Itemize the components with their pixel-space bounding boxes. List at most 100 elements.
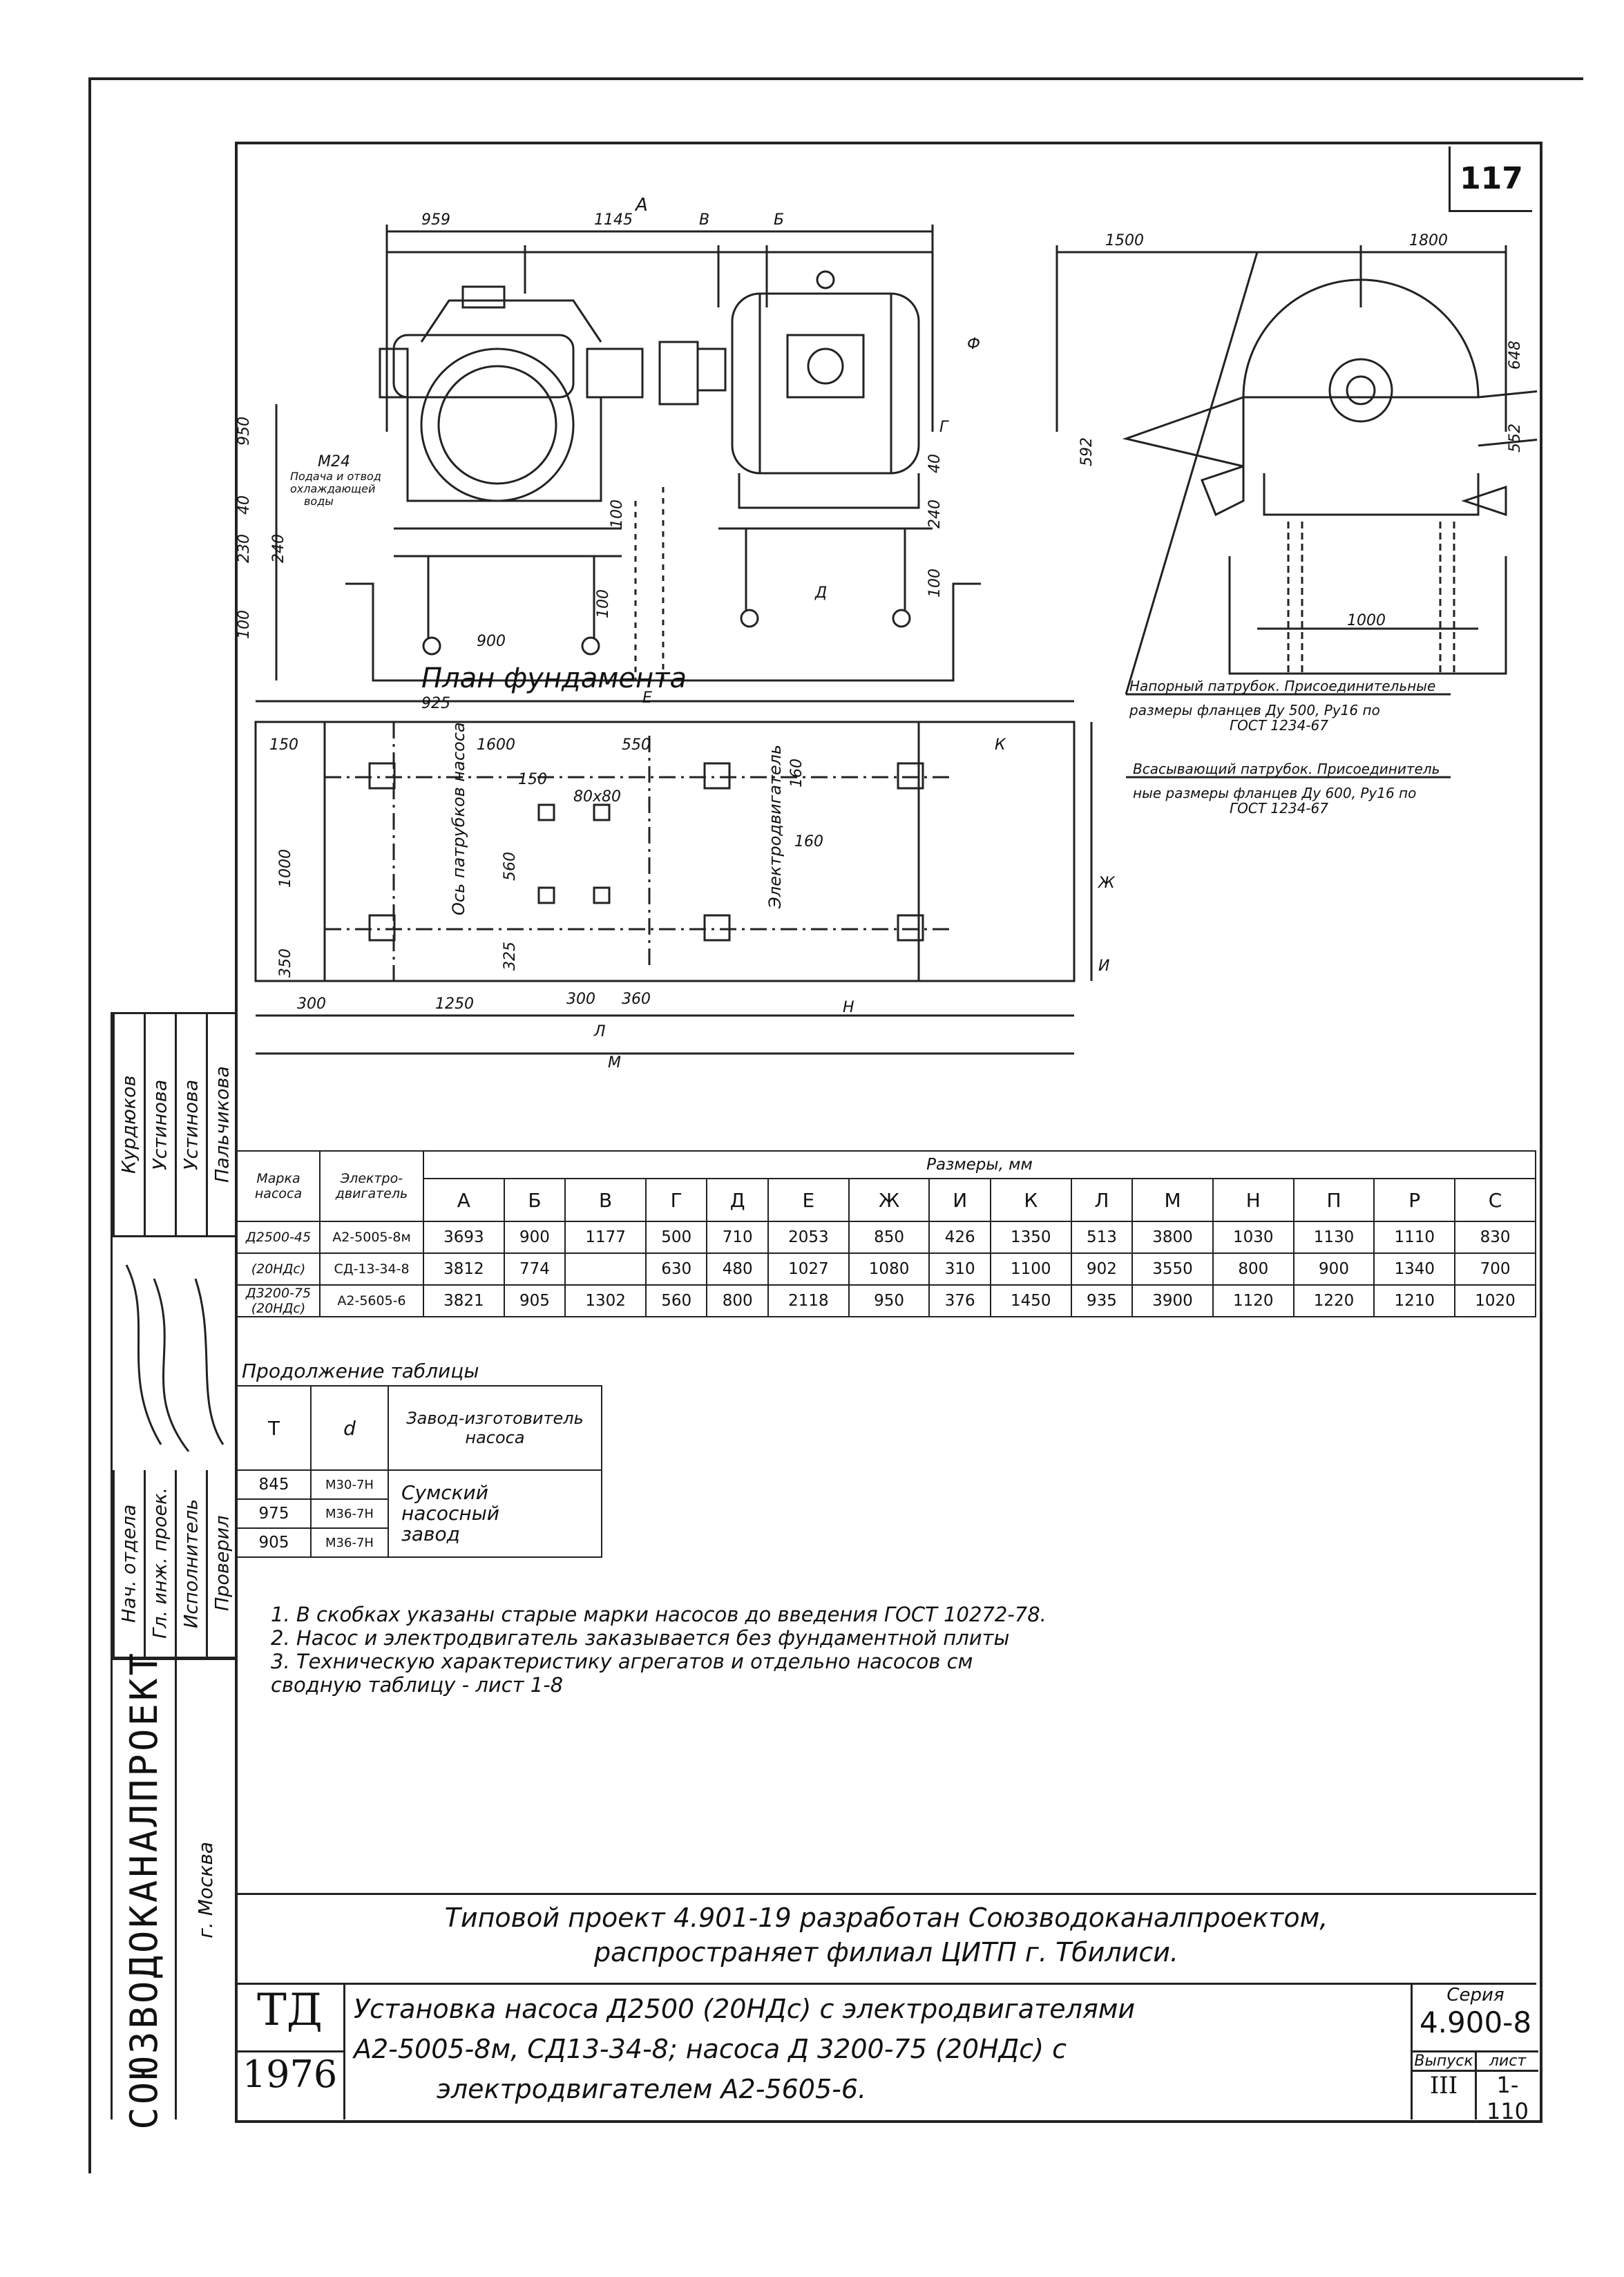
cell-value: 2053	[767, 1221, 850, 1254]
dim-label: 950	[236, 417, 253, 446]
cell-value: 900	[1292, 1252, 1375, 1286]
cell-d: М36-7Н	[310, 1527, 389, 1558]
cell-t: 845	[236, 1469, 312, 1500]
dim-label: Д	[814, 584, 827, 602]
issue-cell: Выпуск III	[1413, 2052, 1477, 2119]
col-header: П	[1292, 1178, 1375, 1222]
title-line: Установка насоса Д2500 (20НДс) с электро…	[354, 1994, 1136, 2024]
dim-label: Е	[642, 689, 652, 707]
dim-label: 925	[421, 695, 450, 712]
distribution-line: распространяет филиал ЦИТП г. Тбилиси.	[594, 1937, 1178, 1968]
cell-value: 1120	[1212, 1284, 1295, 1317]
pipe-note: размеры фланцев Ду 500, Ру16 по	[1129, 702, 1380, 718]
year: 1976	[242, 2052, 338, 2096]
col-header: М	[1131, 1178, 1214, 1222]
dim-label: 150	[269, 736, 298, 754]
maker-line: завод	[401, 1523, 461, 1545]
dim-label: А	[634, 195, 648, 216]
dim-label: В	[699, 211, 709, 229]
dim-label: 325	[501, 942, 519, 971]
axis-label: Электродвигатель	[765, 745, 785, 909]
org-block: СОЮЗВОДОКАНАЛПРОЕКТ	[111, 1650, 177, 2129]
dim-label: 959	[421, 211, 450, 229]
dim-label: 300	[297, 995, 326, 1013]
cell-value: 1080	[848, 1252, 930, 1286]
note-line: охлаждающей	[290, 482, 375, 495]
pipe-note: Всасывающий патрубок. Присоединитель	[1133, 761, 1440, 777]
cell-value: 1450	[989, 1284, 1072, 1317]
role-label: Гл. инж. проек.	[144, 1470, 175, 1659]
signature-name: Пальчикова	[206, 1014, 237, 1235]
cell-value: 1177	[564, 1221, 647, 1254]
cell-value: 630	[644, 1252, 708, 1286]
cell-value: 900	[503, 1221, 566, 1254]
continuation-label: Продолжение таблицы	[242, 1360, 479, 1382]
dim-label: 160	[788, 759, 805, 788]
dim-label: И	[1098, 958, 1109, 975]
col-header-d: d	[310, 1385, 389, 1471]
cell-value	[564, 1252, 647, 1286]
title-line: А2-5005-8м, СД13-34-8; насоса Д 3200-75 …	[354, 2034, 1067, 2064]
td-mark: ТД	[236, 1985, 343, 2052]
note-item: 3. Техническую характеристику агрегатов …	[271, 1650, 973, 1673]
cell-value: 1030	[1212, 1221, 1295, 1254]
cell-value: 560	[644, 1284, 708, 1317]
dim-label: Л	[593, 1023, 606, 1040]
dim-label: Ф	[967, 336, 980, 353]
dim-label: Н	[843, 999, 854, 1016]
plan-title: План фундамента	[421, 663, 687, 694]
role-label: Исполнитель	[175, 1470, 206, 1659]
dim-label: 40	[926, 454, 944, 473]
cell-value: 850	[848, 1221, 930, 1254]
dim-label: 360	[622, 991, 651, 1008]
dim-label: 560	[501, 852, 519, 881]
dimensions-table: Марка насоса Электро-двигатель Размеры, …	[236, 1150, 1536, 1317]
note-line: Подача и отвод	[290, 470, 381, 483]
distribution-line: Типовой проект 4.901-19 разработан Союзв…	[444, 1903, 1328, 1933]
front-view-pump	[275, 225, 981, 682]
dim-label: Ж	[1097, 875, 1116, 892]
city-block: г. Москва	[176, 1658, 235, 2119]
cell-motor: А2-5605-6	[319, 1284, 424, 1317]
org-name: СОЮЗВОДОКАНАЛПРОЕКТ	[122, 1650, 166, 2130]
col-header: Д	[706, 1178, 769, 1222]
dim-label: 350	[277, 949, 294, 978]
cell-value: 935	[1070, 1284, 1134, 1317]
note-item: 2. Насос и электродвигатель заказывается…	[271, 1626, 1010, 1650]
title-block: ТД 1976 Установка насоса Д2500 (20НДс) с…	[236, 1983, 1538, 2124]
col-header: Л	[1070, 1178, 1134, 1222]
cell-d: М36-7Н	[310, 1498, 389, 1529]
dim-label: 40	[236, 495, 253, 515]
cell-pump: (20НДс)	[236, 1252, 321, 1286]
dim-label: 1000	[1347, 612, 1386, 629]
pipe-note: ные размеры фланцев Ду 600, Ру16 по	[1133, 785, 1416, 801]
cell-value: 1100	[989, 1252, 1072, 1286]
dim-label: 550	[622, 736, 651, 754]
title-line: электродвигателем А2-5605-6.	[437, 2074, 867, 2104]
col-header-pump: Марка насоса	[236, 1150, 321, 1222]
cell-motor: СД-13-34-8	[319, 1252, 424, 1286]
dim-label: 100	[609, 499, 626, 528]
dim-label: Б	[774, 211, 784, 229]
cell-value: 1110	[1373, 1221, 1456, 1254]
cell-value: 3693	[423, 1221, 505, 1254]
dim-label: 1000	[277, 849, 294, 888]
dim-label: М	[608, 1054, 621, 1071]
col-header: Б	[503, 1178, 566, 1222]
cell-value: 426	[928, 1221, 991, 1254]
dim-label: 648	[1507, 341, 1524, 370]
cell-motor: А2-5005-8м	[319, 1221, 424, 1254]
cell-value: 500	[644, 1221, 708, 1254]
signature-scribbles	[113, 1235, 237, 1472]
note-item: 1. В скобках указаны старые марки насосо…	[271, 1603, 1047, 1626]
col-header-motor: Электро-двигатель	[319, 1150, 424, 1222]
note-line: воды	[304, 495, 334, 508]
col-header: И	[928, 1178, 991, 1222]
cell-value: 513	[1070, 1221, 1134, 1254]
sheet-cell: лист 1-110	[1477, 2052, 1538, 2124]
dim-label: Г	[939, 419, 949, 436]
cell-value: 3900	[1131, 1284, 1214, 1317]
maker-line: насосный	[401, 1502, 499, 1525]
cell-value: 2118	[767, 1284, 850, 1317]
